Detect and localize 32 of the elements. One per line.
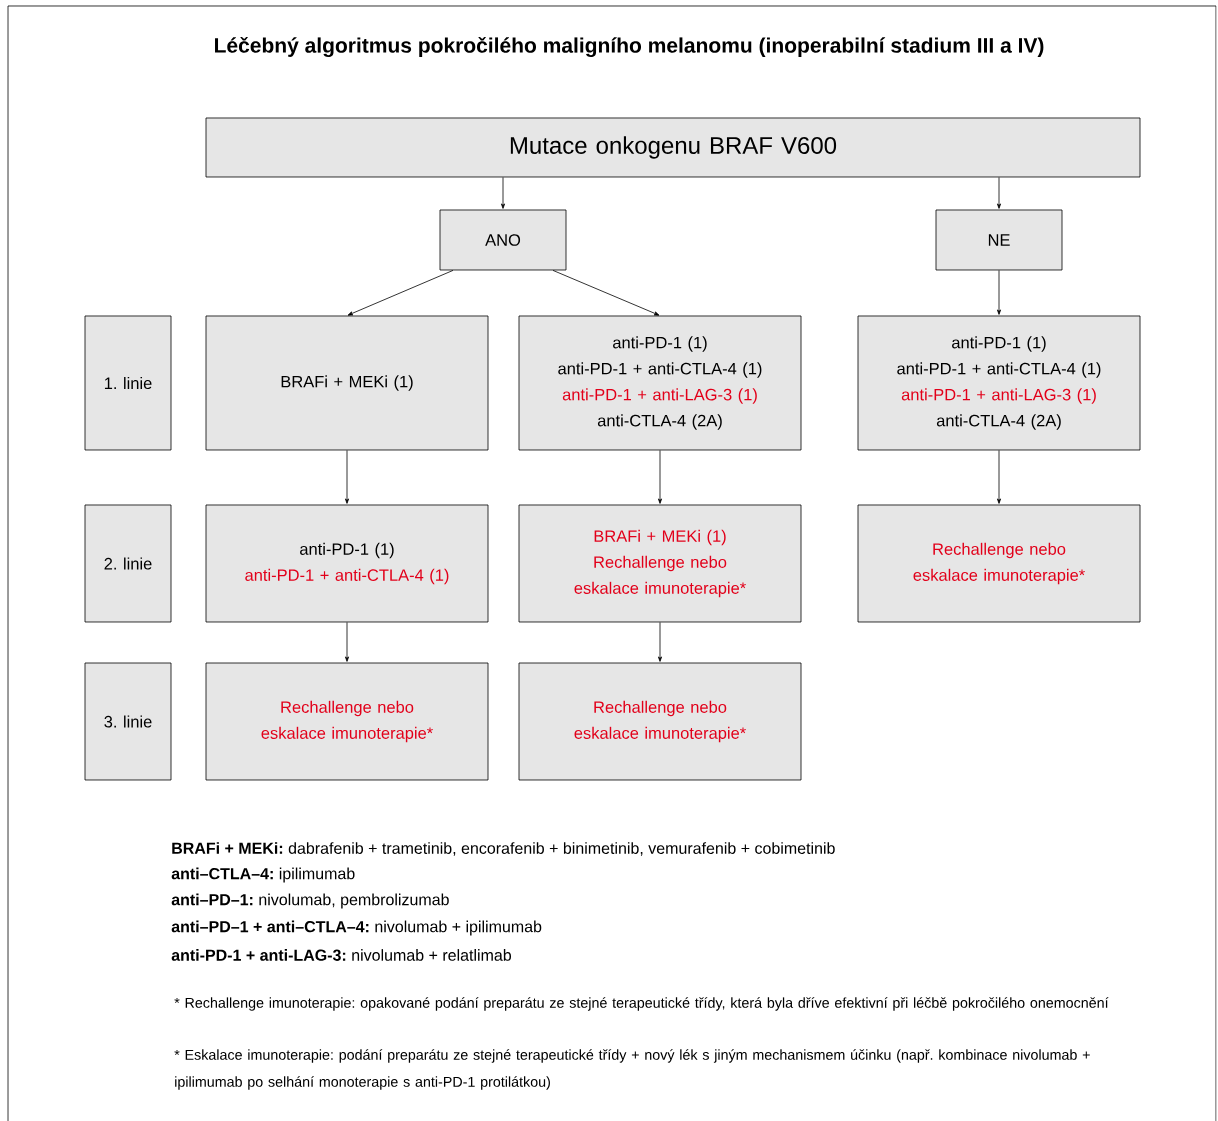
- legend-line: BRAFi + MEKi: dabrafenib + trametinib, encorafenib + binimetinib, vemurafenib + cobimetinib: [172, 842, 835, 856]
- arrow: [997, 270, 1001, 315]
- therapy-box: BRAFi + MEKi (1) Rechallenge nebo eskalace imunoterapie*: [518, 504, 802, 623]
- therapy-box: Rechallenge nebo eskalace imunoterapie*: [518, 662, 802, 781]
- arrow: [501, 177, 505, 209]
- footnote: * Rechallenge imunoterapie: opakované podání preparátu ze stejné terapeutické třídy, která byla dříve efektivní při léčbě pokročilého onemocnění: [174, 997, 1109, 1011]
- answer-box: ANO: [439, 209, 567, 271]
- legend-line: anti–PD–1 + anti–CTLA–4: nivolumab + ipilimumab: [171, 920, 542, 936]
- level-label-box: 1. linie: [84, 315, 172, 451]
- question-box: Mutace onkogenu BRAF V600: [205, 117, 1141, 178]
- footnote: * Eskalace imunoterapie: podání preparátu ze stejné terapeutické třídy + nový lék s jiným mechanismem účinku (např. kombinace nivolumab + ipilimumab po selhání monoterapie s anti-PD-1 protilátkou): [174, 1049, 1090, 1090]
- therapy-box: BRAFi + MEKi (1): [205, 315, 489, 451]
- arrow: [997, 177, 1001, 209]
- therapy-box: Rechallenge nebo eskalace imunoterapie*: [205, 662, 489, 781]
- arrow: [658, 622, 662, 662]
- arrow: [997, 450, 1001, 504]
- therapy-box: anti-PD-1 (1) anti-PD-1 + anti-CTLA-4 (1) anti-PD-1 + anti-LAG-3 (1) anti-CTLA-4 (2A): [518, 315, 802, 451]
- legend-line: anti–CTLA–4: ipilimumab: [171, 867, 355, 883]
- therapy-box: anti-PD-1 (1) anti-PD-1 + anti-CTLA-4 (1): [205, 504, 489, 623]
- therapy-box: anti-PD-1 (1) anti-PD-1 + anti-CTLA-4 (1) anti-PD-1 + anti-LAG-3 (1) anti-CTLA-4 (2A): [857, 315, 1141, 451]
- answer-box: NE: [935, 209, 1063, 271]
- legend-line: anti–PD–1: nivolumab, pembrolizumab: [171, 893, 449, 909]
- level-label-box: 3. linie: [84, 662, 172, 781]
- diagram-title: Léčebný algoritmus pokročilého maligního melanomu (inoperabilní stadium III a IV): [215, 36, 1044, 58]
- level-label-box: 2. linie: [84, 504, 172, 623]
- arrow: [347, 270, 454, 316]
- arrow: [345, 622, 349, 662]
- legend-line: anti-PD-1 + anti-LAG-3: nivolumab + relatlimab: [171, 949, 511, 961]
- arrow: [345, 450, 349, 504]
- arrow: [658, 450, 662, 504]
- therapy-box: Rechallenge nebo eskalace imunoterapie*: [857, 504, 1141, 623]
- arrow: [552, 270, 660, 316]
